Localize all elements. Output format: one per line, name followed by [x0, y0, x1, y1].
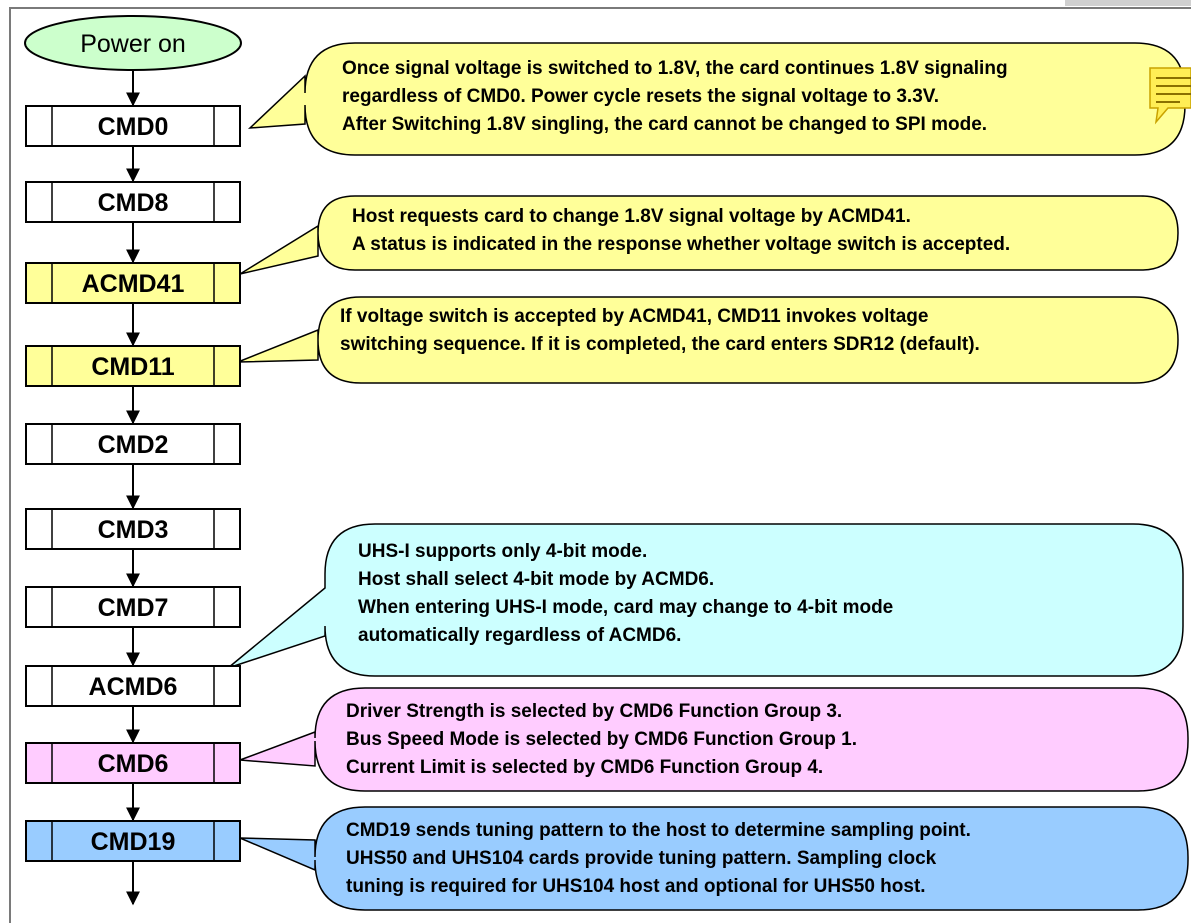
callout-text-line: Current Limit is selected by CMD6 Functi…	[346, 757, 823, 778]
step-cmd8: CMD8	[25, 181, 241, 223]
callout-bubble	[239, 687, 1189, 792]
step-box	[25, 586, 241, 628]
callout-bubble	[239, 806, 1189, 911]
step-label: CMD11	[91, 353, 174, 381]
step-label: CMD2	[98, 431, 169, 459]
step-box	[25, 742, 241, 784]
callout-text-line: switching sequence. If it is completed, …	[340, 334, 980, 355]
callout-bubble	[227, 523, 1184, 677]
diagram-frame	[9, 7, 1191, 923]
step-cmd0: CMD0	[25, 105, 241, 147]
step-box	[25, 181, 241, 223]
step-cmd2: CMD2	[25, 423, 241, 465]
callout-bubble	[239, 195, 1179, 275]
step-box	[25, 820, 241, 862]
callout-cmd6: Driver Strength is selected by CMD6 Func…	[239, 687, 1189, 792]
start-label: Power on	[80, 30, 186, 58]
step-box	[25, 423, 241, 465]
callout-text-line: Host shall select 4-bit mode by ACMD6.	[358, 569, 714, 590]
callout-text-line: Once signal voltage is switched to 1.8V,…	[342, 58, 1008, 79]
step-acmd6: ACMD6	[25, 665, 241, 707]
step-box	[25, 508, 241, 550]
start-ellipse	[24, 15, 242, 71]
callout-text-line: After Switching 1.8V singling, the card …	[342, 114, 987, 135]
callout-text-line: Driver Strength is selected by CMD6 Func…	[346, 701, 842, 722]
command-steps: CMD0CMD8ACMD41CMD11CMD2CMD3CMD7ACMD6CMD6…	[25, 105, 241, 862]
step-cmd3: CMD3	[25, 508, 241, 550]
comment-note-icon[interactable]	[1149, 67, 1191, 125]
callout-text-line: If voltage switch is accepted by ACMD41,…	[340, 306, 928, 327]
step-label: CMD19	[91, 828, 176, 856]
callout-acmd41: Host requests card to change 1.8V signal…	[239, 195, 1179, 275]
step-label: CMD3	[98, 516, 169, 544]
callout-text-line: Host requests card to change 1.8V signal…	[352, 206, 911, 227]
callout-cmd19: CMD19 sends tuning pattern to the host t…	[239, 806, 1189, 911]
step-label: CMD6	[98, 750, 169, 778]
callout-text-line: regardless of CMD0. Power cycle resets t…	[342, 86, 939, 107]
step-box	[25, 105, 241, 147]
step-box	[25, 262, 241, 304]
callout-cmd0: Once signal voltage is switched to 1.8V,…	[247, 42, 1186, 156]
callout-cmd11: If voltage switch is accepted by ACMD41,…	[237, 296, 1179, 384]
step-acmd41: ACMD41	[25, 262, 241, 304]
step-label: CMD8	[98, 189, 169, 217]
callout-text-line: When entering UHS-I mode, card may chang…	[358, 597, 893, 618]
step-label: ACMD6	[89, 673, 178, 701]
callout-text-line: CMD19 sends tuning pattern to the host t…	[346, 820, 971, 841]
callout-text-line: UHS-I supports only 4-bit mode.	[358, 541, 647, 562]
callout-notes: Once signal voltage is switched to 1.8V,…	[227, 42, 1189, 911]
callout-bubble	[237, 296, 1179, 384]
step-label: ACMD41	[82, 270, 185, 298]
callout-text-line: Bus Speed Mode is selected by CMD6 Funct…	[346, 729, 857, 750]
step-label: CMD0	[98, 113, 169, 141]
step-cmd19: CMD19	[25, 820, 241, 862]
step-label: CMD7	[98, 594, 169, 622]
step-box	[25, 345, 241, 387]
step-cmd7: CMD7	[25, 586, 241, 628]
callout-text-line: tuning is required for UHS104 host and o…	[346, 876, 926, 897]
callout-text-line: A status is indicated in the response wh…	[352, 234, 1010, 255]
step-cmd6: CMD6	[25, 742, 241, 784]
step-cmd11: CMD11	[25, 345, 241, 387]
callout-text-line: UHS50 and UHS104 cards provide tuning pa…	[346, 848, 937, 869]
callout-text-line: automatically regardless of ACMD6.	[358, 625, 681, 646]
step-box	[25, 665, 241, 707]
start-node: Power on	[24, 15, 242, 71]
callout-acmd6: UHS-I supports only 4-bit mode. Host shal…	[227, 523, 1184, 677]
